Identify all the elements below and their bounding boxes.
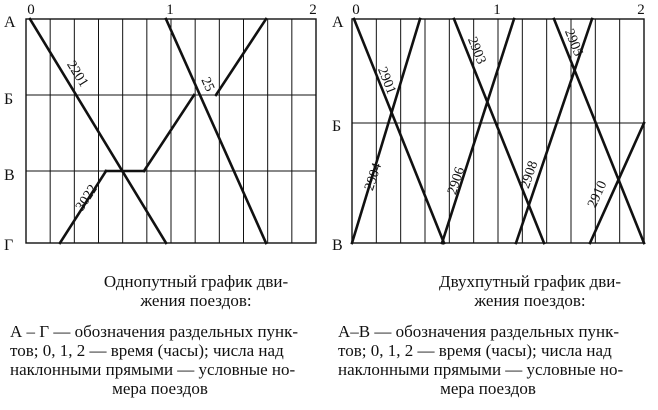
train-line-2910 <box>588 121 646 245</box>
train-number-2201: 2201 <box>63 58 91 90</box>
station-label-v: В <box>332 237 343 254</box>
time-label-1: 1 <box>493 2 501 18</box>
train-line-25-return <box>214 17 268 97</box>
train-line-2903 <box>452 17 546 245</box>
train-number-25: 25 <box>197 75 216 94</box>
train-number-2904: 2904 <box>362 161 385 192</box>
train-line-2906 <box>440 17 516 245</box>
train-line-3022 <box>58 169 108 245</box>
train-line-2201 <box>28 17 168 245</box>
train-line-25 <box>164 17 268 245</box>
train-number-2906: 2906 <box>445 165 468 196</box>
time-label-0: 0 <box>27 2 35 18</box>
time-label-2: 2 <box>637 2 645 18</box>
train-lines <box>28 17 268 245</box>
train-line-2905 <box>552 17 646 245</box>
station-label-a: А <box>332 14 344 31</box>
grid <box>25 18 317 244</box>
double-track-train-graph: 0 1 2 А Б В 2901 2903 2905 2904 2906 290… <box>332 2 646 254</box>
time-label-2: 2 <box>309 2 317 18</box>
station-label-b: Б <box>332 118 341 135</box>
station-label-b: Б <box>4 91 13 108</box>
time-label-1: 1 <box>166 2 174 18</box>
train-line-2908 <box>514 17 594 245</box>
left-caption-note: А – Г — обозначения раздельных пунк- тов… <box>10 322 299 398</box>
station-label-g: Г <box>4 237 13 254</box>
train-line-2901 <box>352 17 446 245</box>
right-caption-title: Двухпутный график дви- жения поездов: <box>438 272 621 310</box>
single-track-train-graph: 0 1 2 А Б В Г 2201 25 3022 <box>4 2 317 254</box>
train-line-3022-b <box>142 93 196 173</box>
right-caption-note: А–В — обозначения раздельных пунк- тов; … <box>338 322 624 398</box>
left-caption-title: Однопутный график дви- жения поездов: <box>103 272 289 310</box>
train-line-2904 <box>350 17 422 245</box>
station-label-v: В <box>4 167 15 184</box>
station-label-a: А <box>4 14 16 31</box>
time-label-0: 0 <box>352 2 360 18</box>
train-lines <box>350 17 646 245</box>
